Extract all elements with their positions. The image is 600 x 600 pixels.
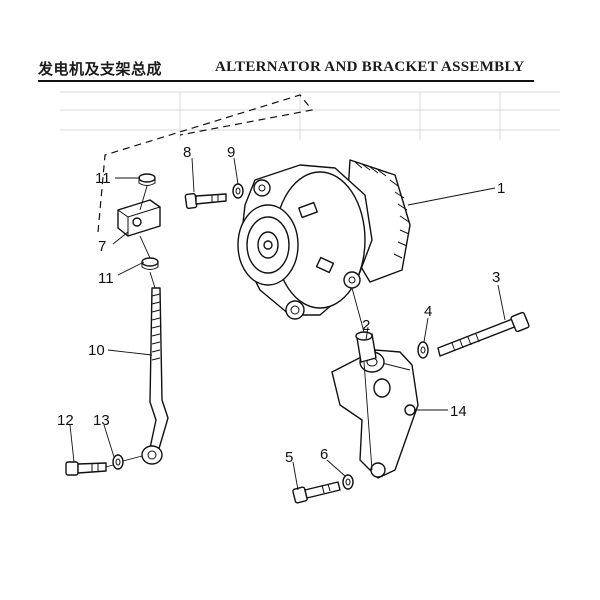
callout-labels: 1 2 3 4 5 6 7 8 9 10 11 11 12 13 14 (57, 144, 505, 466)
bolt-lower-left (65, 461, 107, 476)
washer-upper (232, 183, 244, 199)
assembly-axis-lines (105, 185, 373, 471)
washer-lower-left (112, 454, 124, 470)
adjusting-rod (141, 287, 169, 465)
alternator-fan-ribs (354, 161, 410, 259)
title-chinese: 发电机及支架总成 (38, 60, 163, 78)
callout-6: 6 (320, 446, 328, 463)
callout-12: 12 (57, 412, 74, 429)
title-english: ALTERNATOR AND BRACKET ASSEMBLY (215, 59, 525, 75)
callout-8: 8 (183, 144, 191, 161)
long-pivot-bolt (437, 311, 530, 357)
callout-13: 13 (93, 412, 110, 429)
title-underline (38, 80, 534, 82)
dashed-group-outline (97, 94, 314, 233)
nut-upper (138, 173, 156, 186)
callout-7: 7 (98, 238, 106, 255)
callout-9: 9 (227, 144, 235, 161)
callout-5: 5 (285, 449, 293, 466)
long-bolt-thread-marks (451, 333, 480, 352)
alternator-mount-ear-top (253, 179, 271, 197)
callout-leaders (69, 157, 506, 491)
callout-1: 1 (497, 180, 505, 197)
rod-thread-marks (151, 293, 161, 361)
callout-4: 4 (424, 303, 432, 320)
callout-14: 14 (450, 403, 467, 420)
callout-2: 2 (362, 317, 370, 334)
callout-11-lower: 11 (98, 270, 114, 287)
mounting-bracket (331, 349, 419, 479)
spacer-sleeve (355, 331, 377, 363)
washer-lower-right (342, 474, 354, 490)
alternator-pivot-lug (343, 271, 361, 289)
alternator-mount-ear-bottom (285, 300, 305, 320)
adjusting-block (117, 199, 161, 237)
alternator (237, 159, 411, 320)
washer-pivot (417, 341, 429, 359)
callout-3: 3 (492, 269, 500, 286)
callout-11-upper: 11 (95, 170, 111, 187)
title-bar: 发电机及支架总成 ALTERNATOR AND BRACKET ASSEMBLY (38, 56, 534, 82)
bolt-lower-right (292, 481, 341, 504)
background-ghost-table (60, 91, 560, 140)
callout-10: 10 (88, 342, 105, 359)
bolt-upper (184, 192, 227, 210)
nut-lower (141, 257, 159, 270)
